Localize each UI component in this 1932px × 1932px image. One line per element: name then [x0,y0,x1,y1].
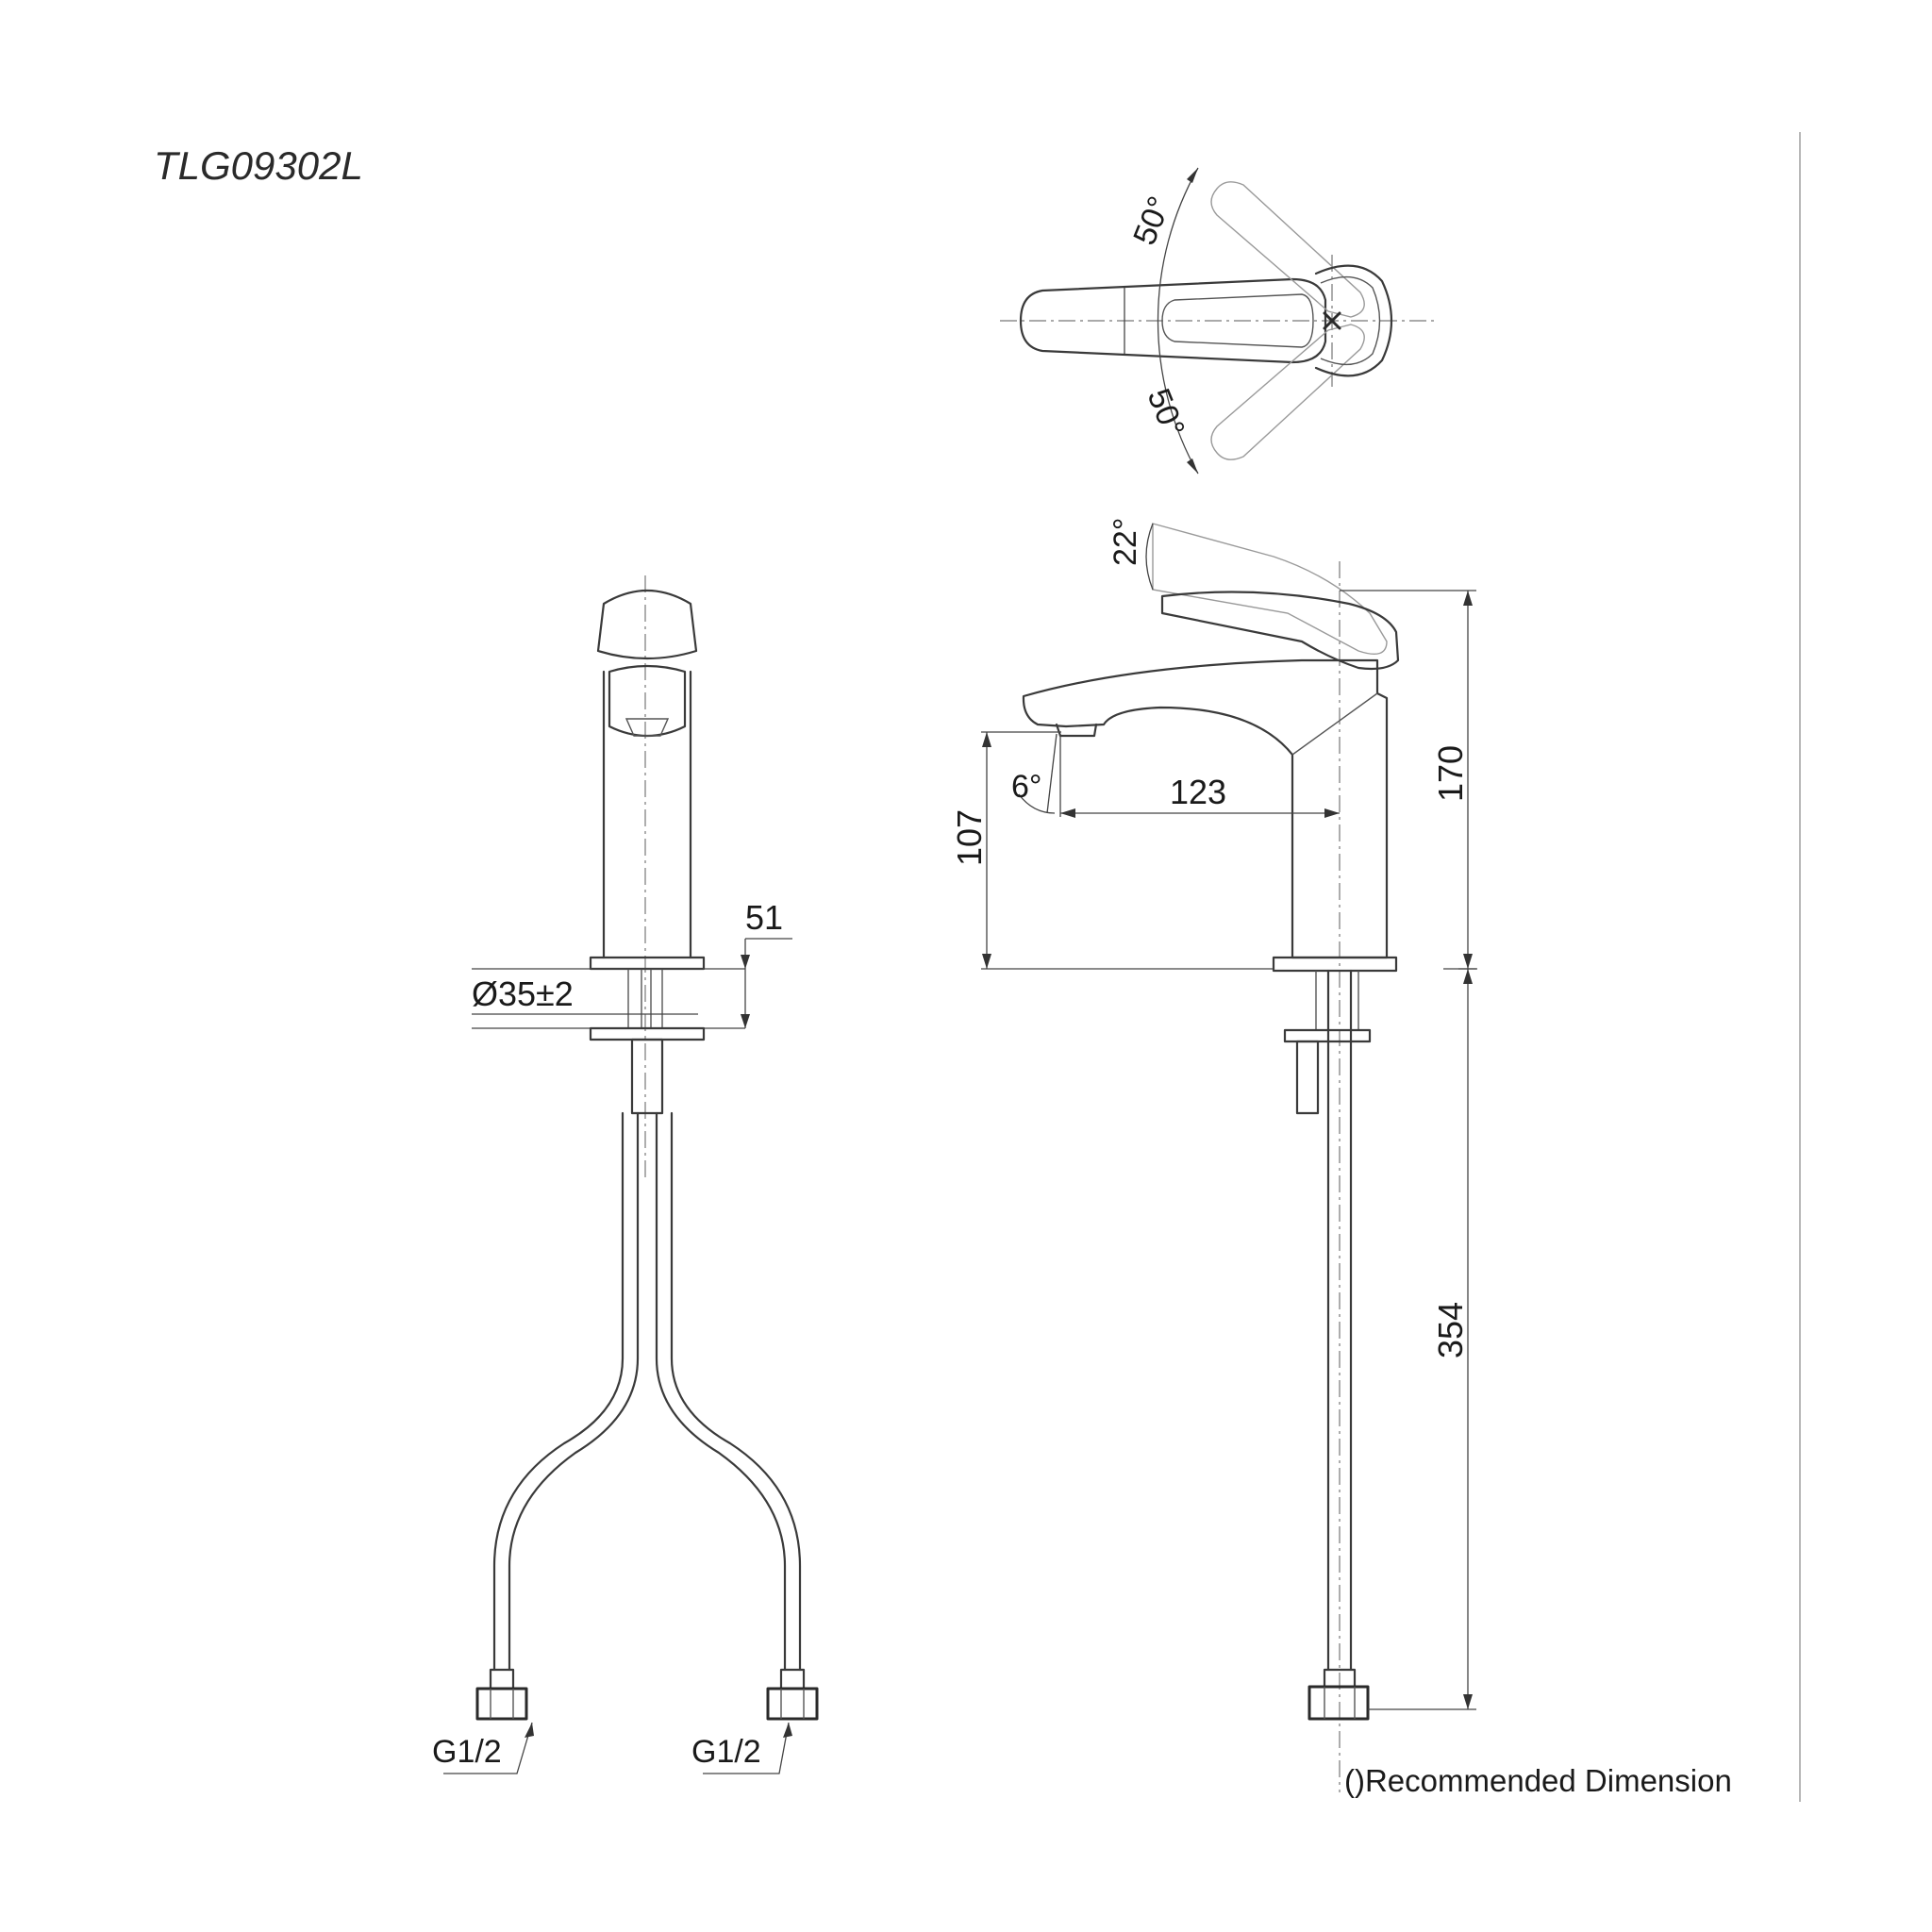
spout-angle-label: 6° [1011,769,1042,805]
model-title: TLG09302L [154,143,363,188]
lever-angle-label: 22° [1108,518,1143,566]
angle-lower-label: 50° [1141,384,1191,442]
recommended-dimension-note: ()Recommended Dimension [1344,1763,1732,1798]
hose-length-label: 354 [1431,1302,1470,1358]
spout-reach-label: 123 [1170,773,1226,811]
front-view: G1/2 G1/2 51 Ø35±2 [432,575,819,1774]
deck-thickness-label: 51 [745,898,783,937]
spout-height-label: 107 [950,809,989,866]
top-view: 50° 50° [1000,167,1434,475]
body-height-label: 170 [1431,745,1470,802]
hole-diameter-label: Ø35±2 [472,974,574,1013]
thread-right-label: G1/2 [691,1734,761,1770]
thread-left-label: G1/2 [432,1734,502,1770]
side-view: 22° 6° 123 107 170 354 [950,518,1477,1792]
angle-upper-label: 50° [1126,192,1177,250]
